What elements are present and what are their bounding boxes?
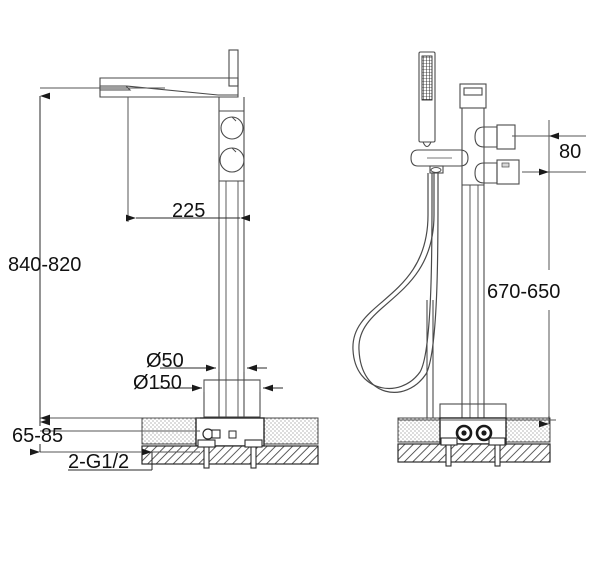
front-elevation-view [99,49,319,469]
dimension-text-column-diameter: Ø50 [146,350,184,372]
floor-section-side [397,417,551,467]
dimension-text-flange-diameter: Ø150 [133,372,182,394]
handle-knob-upper [220,116,244,140]
spout-end-view [459,83,487,109]
handshower-head [418,51,436,147]
vertical-column-side [461,108,485,418]
floor-flange-side [439,403,507,419]
dimension-handle-height [398,120,556,428]
dimension-text-floor-buildup: 65-85 [12,425,63,447]
dimension-spout-reach [126,97,250,222]
dimension-column-diameter [160,330,267,372]
handle-lever-lower [474,159,520,185]
side-elevation-view [352,51,551,467]
flexible-hose [352,173,439,418]
vertical-column [218,97,245,417]
top-riser [228,49,239,87]
handle-lever-upper [474,124,516,150]
note-text-inlet-thread: 2-G1/2 [68,451,129,473]
handshower-holder [410,149,469,174]
dimension-floor-buildup [30,414,200,456]
dimension-text-handle-height: 670-650 [487,281,560,303]
dimension-text-handle-spacing: 80 [559,141,581,163]
dimension-text-spout-reach: 225 [172,200,205,222]
handle-knob-lower [219,147,245,173]
dimension-overall-height [39,87,200,432]
floor-section [141,417,319,469]
dimension-flange-diameter [150,380,283,392]
dimension-text-overall-height: 840-820 [8,254,81,276]
floor-flange [203,379,261,418]
inlet-connectors [455,424,493,442]
note-leader-inlet-thread [68,448,153,471]
